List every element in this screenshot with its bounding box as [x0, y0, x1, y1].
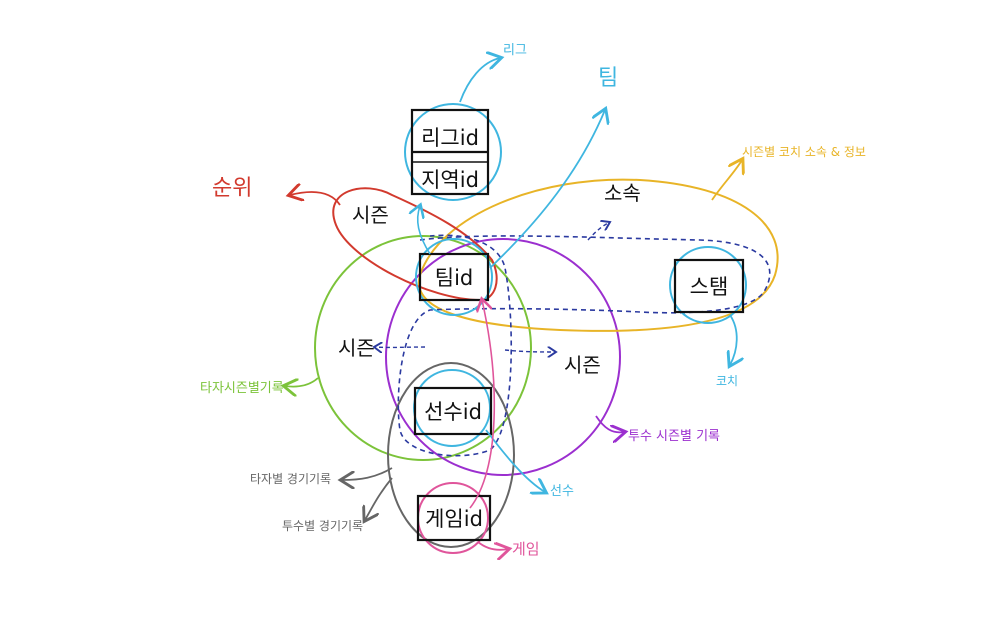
batter-season-circle — [314, 235, 532, 461]
team-arrow — [489, 110, 605, 269]
season-left-label: 시즌 — [338, 336, 375, 360]
league-label: 리그 — [503, 43, 527, 58]
rank-season-loop — [332, 187, 498, 302]
stadium-box — [673, 258, 745, 314]
team-id-box — [418, 252, 490, 302]
pitcher-record-arrow — [595, 415, 624, 432]
pitcher-game-arrow — [365, 477, 393, 520]
coach-label: 코치 — [716, 374, 738, 388]
game-record-ellipse — [387, 362, 515, 548]
player-id-box — [413, 386, 493, 436]
game-to-team-link — [469, 300, 496, 509]
league-id-label: 리그id — [421, 126, 479, 150]
team-dashed-cluster — [397, 234, 771, 457]
player-label: 선수 — [550, 484, 574, 499]
league-region-box — [410, 108, 490, 196]
pitcher-game-record-label: 투수별 경기기록 — [282, 519, 363, 533]
season-right-label: 시즌 — [564, 353, 601, 377]
stadium-label: 스탬 — [690, 275, 729, 299]
dashed-link-belong — [587, 222, 610, 241]
belong-ellipse — [417, 178, 779, 332]
player-arrow — [485, 429, 545, 492]
stadium-circle — [669, 246, 747, 324]
team-id-label: 팀id — [435, 266, 474, 290]
rank-label: 순위 — [212, 176, 252, 201]
player-id-label: 선수id — [424, 400, 482, 424]
game-label: 게임 — [512, 540, 540, 558]
game-id-box — [416, 494, 492, 542]
game-arrow — [477, 541, 508, 550]
batter-game-arrow — [342, 467, 393, 480]
game-id-label: 게임id — [425, 507, 483, 531]
pitcher-season-record-label: 투수 시즌별 기록 — [628, 429, 720, 444]
league-region-circle — [404, 103, 502, 201]
region-id-label: 지역id — [421, 168, 479, 192]
season-coach-belong-label: 시즌별 코치 소속 & 정보 — [742, 145, 866, 159]
league-arrow — [459, 58, 500, 103]
batter-record-arrow — [285, 377, 319, 387]
belong-arrow — [711, 160, 742, 201]
team-id-circle — [415, 238, 493, 316]
coach-arrow — [730, 314, 737, 365]
rank-arrow — [290, 192, 341, 206]
batter-season-record-label: 타자시즌별기록 — [200, 381, 284, 396]
team-label: 팀 — [598, 66, 618, 91]
rank-season-label: 시즌 — [352, 203, 389, 227]
belong-label: 소속 — [604, 181, 641, 205]
region-to-team-link — [418, 206, 431, 255]
batter-game-record-label: 타자별 경기기록 — [250, 472, 331, 486]
pitcher-season-circle — [385, 238, 621, 476]
